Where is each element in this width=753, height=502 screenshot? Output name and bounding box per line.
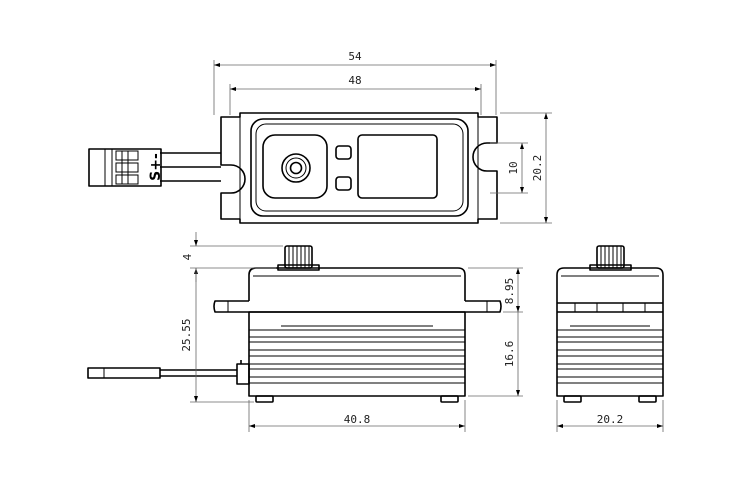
front-upper-case xyxy=(248,267,466,301)
top-view-outline xyxy=(220,112,498,224)
top-plate xyxy=(250,118,469,217)
top-view: S+- 54 48 10 20.2 xyxy=(88,50,552,224)
front-connector xyxy=(87,367,161,379)
dim-top-depth: 20.2 xyxy=(531,155,544,182)
dim-top-hole-height: 10 xyxy=(507,161,520,174)
dim-front-body-width: 40.8 xyxy=(344,413,371,426)
output-shaft-icon xyxy=(281,153,311,183)
dim-front-spline-height: 4 xyxy=(181,253,194,260)
front-lower-case xyxy=(248,311,466,397)
front-view: 4 25.55 8.95 16.6 40.8 xyxy=(87,232,523,432)
connector xyxy=(88,148,162,187)
dim-side-width: 20.2 xyxy=(597,413,624,426)
connector-pin-labels: S+- xyxy=(148,153,164,181)
dim-front-flange-height: 8.95 xyxy=(503,278,516,305)
side-view: 20.2 xyxy=(556,245,664,432)
front-flange xyxy=(213,300,502,313)
dim-front-total-height: 25.55 xyxy=(180,318,193,351)
dim-top-overall-width: 54 xyxy=(348,50,362,63)
output-shaft-housing xyxy=(262,134,328,199)
button-up-icon xyxy=(335,145,352,160)
dim-front-lower-height: 16.6 xyxy=(503,341,516,368)
dim-top-hole-spacing: 48 xyxy=(348,74,361,87)
button-down-icon xyxy=(335,176,352,191)
display-window xyxy=(357,134,438,199)
side-body xyxy=(556,267,664,397)
front-cable-gland xyxy=(236,363,250,385)
